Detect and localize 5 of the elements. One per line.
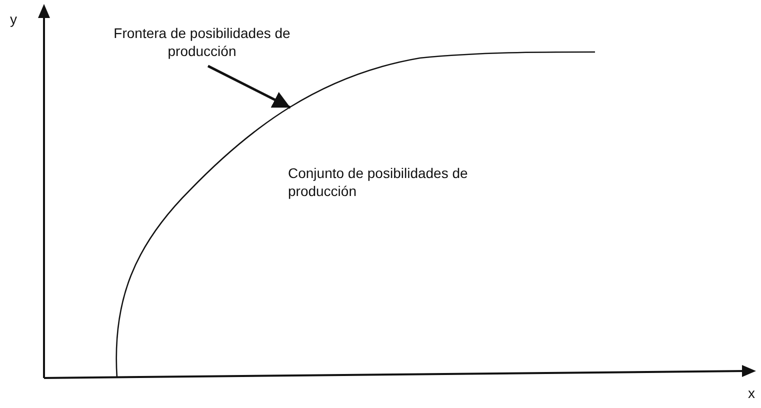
axis-label: y — [10, 10, 18, 28]
leader-arrow — [207, 64, 291, 109]
axis-label: x — [748, 384, 756, 402]
frontier-label: Frontera de posibilidades de producción — [88, 24, 316, 60]
region-label: Conjunto de posibilidades de producción — [288, 164, 469, 200]
